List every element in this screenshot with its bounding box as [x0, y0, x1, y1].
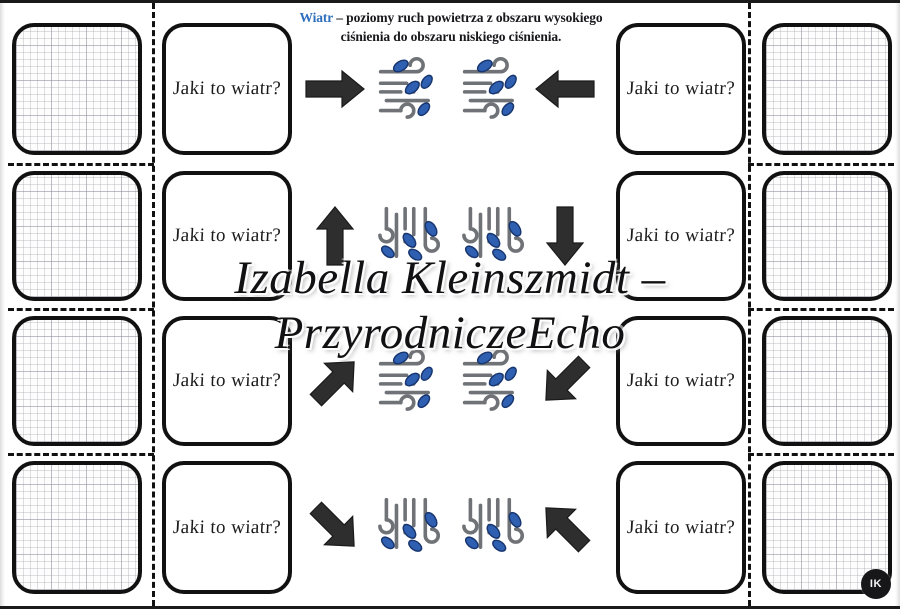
wind-icon-pair-row4 [372, 491, 528, 563]
wind-icon [378, 56, 433, 119]
wind-icon [378, 206, 441, 261]
arrow-up-right-icon [298, 344, 372, 418]
answer-card-row4-right[interactable] [762, 461, 892, 594]
cut-line-horizontal-2-right [748, 308, 894, 311]
wind-icon [462, 497, 525, 552]
prompt-card-label: Jaki to wiatr? [172, 370, 282, 391]
answer-card-row1-left[interactable] [12, 23, 142, 155]
prompt-card-label: Jaki to wiatr? [626, 78, 736, 99]
prompt-card-row3-left[interactable]: Jaki to wiatr? [162, 316, 292, 446]
cut-line-vertical-left [152, 3, 155, 606]
cut-line-horizontal-3-right [748, 453, 894, 456]
prompt-card-label: Jaki to wiatr? [172, 225, 282, 246]
cut-line-vertical-right [748, 3, 751, 606]
author-badge: IK [861, 569, 891, 599]
wind-icon-pair-row1 [372, 53, 528, 125]
arrow-down-icon [528, 199, 602, 273]
prompt-card-label: Jaki to wiatr? [626, 225, 736, 246]
wind-icon [378, 348, 433, 411]
answer-card-row3-left[interactable] [12, 316, 142, 446]
arrow-down-right-icon [298, 490, 372, 564]
prompt-card-row2-right[interactable]: Jaki to wiatr? [616, 171, 746, 301]
prompt-card-row4-left[interactable]: Jaki to wiatr? [162, 461, 292, 594]
prompt-card-row1-right[interactable]: Jaki to wiatr? [616, 23, 746, 155]
author-badge-initials: IK [869, 578, 883, 590]
prompt-card-label: Jaki to wiatr? [626, 370, 736, 391]
wind-icon [462, 348, 517, 411]
definition-text: – poziomy ruch powietrza z obszaru wysok… [336, 10, 603, 45]
wind-icon [378, 497, 441, 552]
answer-card-row1-right[interactable] [762, 23, 892, 155]
wind-icon [462, 56, 517, 119]
prompt-card-label: Jaki to wiatr? [626, 516, 736, 538]
cut-line-horizontal-2-left [8, 308, 154, 311]
definition-keyword: Wiatr [299, 10, 333, 25]
answer-card-row3-right[interactable] [762, 316, 892, 446]
wind-icon-pair-row3 [372, 345, 528, 417]
cut-line-horizontal-1-left [8, 163, 154, 166]
wind-icon-pair-row2 [372, 200, 528, 272]
wind-icon [462, 206, 525, 261]
arrow-left-icon [528, 52, 602, 126]
prompt-card-row4-right[interactable]: Jaki to wiatr? [616, 461, 746, 594]
prompt-card-row3-right[interactable]: Jaki to wiatr? [616, 316, 746, 446]
arrow-down-left-icon [528, 344, 602, 418]
prompt-card-label: Jaki to wiatr? [172, 516, 282, 538]
cut-line-horizontal-3-left [8, 453, 154, 456]
wind-definition: Wiatr – poziomy ruch powietrza z obszaru… [286, 8, 616, 46]
arrow-right-icon [298, 52, 372, 126]
prompt-card-row1-left[interactable]: Jaki to wiatr? [162, 23, 292, 155]
answer-card-row2-left[interactable] [12, 171, 142, 301]
answer-card-row2-right[interactable] [762, 171, 892, 301]
cut-line-horizontal-1-right [748, 163, 894, 166]
answer-card-row4-left[interactable] [12, 461, 142, 594]
prompt-card-row2-left[interactable]: Jaki to wiatr? [162, 171, 292, 301]
arrow-up-icon [298, 199, 372, 273]
prompt-card-label: Jaki to wiatr? [172, 78, 282, 99]
arrow-up-left-icon [528, 490, 602, 564]
